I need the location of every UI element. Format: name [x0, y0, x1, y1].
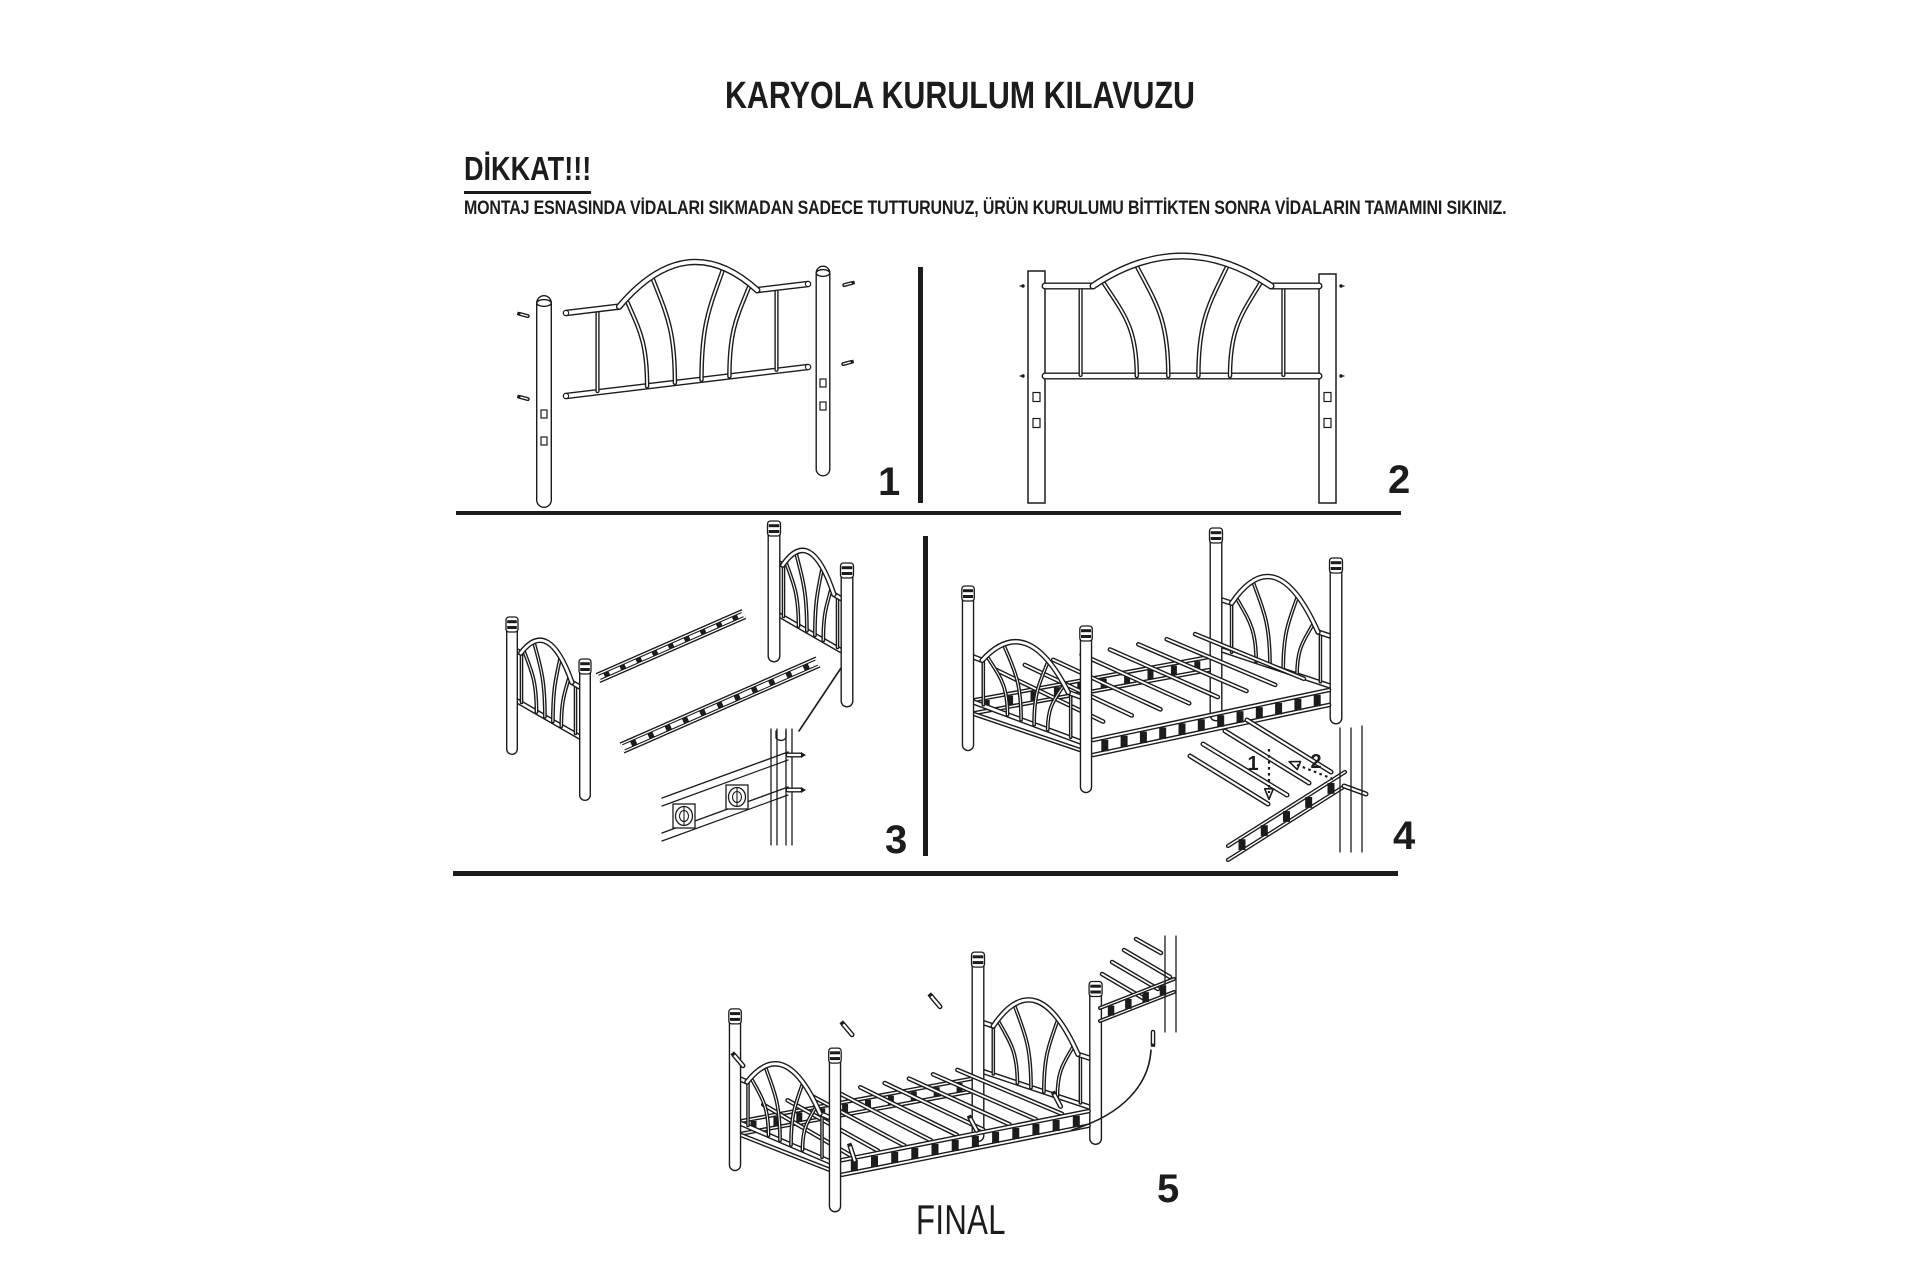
- divider-vertical-row2: [923, 536, 928, 856]
- warning-heading: DİKKAT!!!: [464, 150, 592, 194]
- step1-figure: [495, 258, 870, 520]
- step5-number: 5: [1157, 1167, 1180, 1211]
- page-title: KARYOLA KURULUM KILAVUZU: [724, 75, 1196, 117]
- step4-inset-label-2: 2: [1310, 751, 1321, 773]
- divider-horizontal-top: [456, 511, 1401, 515]
- divider-horizontal-bottom: [453, 871, 1398, 876]
- divider-vertical-row1: [918, 267, 923, 503]
- warning-text: MONTAJ ESNASINDA VİDALARI SIKMADAN SADEC…: [464, 197, 1507, 219]
- step2-number: 2: [1388, 458, 1411, 502]
- step1-illustration-headboard-parts-exploded: [516, 258, 856, 508]
- step1-number: 1: [878, 460, 901, 504]
- step3-illustration-side-rails: [505, 520, 855, 846]
- step4-number: 4: [1393, 814, 1416, 858]
- step4-illustration-slats-placement: 1 2: [961, 527, 1369, 863]
- step4-figure: 1 2: [945, 515, 1375, 870]
- step4-inset-label-1: 1: [1247, 753, 1258, 775]
- step3-figure: [455, 515, 920, 870]
- step5-figure: [690, 915, 1190, 1245]
- step2-illustration-headboard-assembled: [1019, 252, 1345, 504]
- final-label: FINAL: [916, 1196, 1006, 1243]
- step5-illustration-final-bed: [728, 935, 1177, 1213]
- step2-figure: [1005, 250, 1360, 512]
- step3-number: 3: [885, 818, 908, 862]
